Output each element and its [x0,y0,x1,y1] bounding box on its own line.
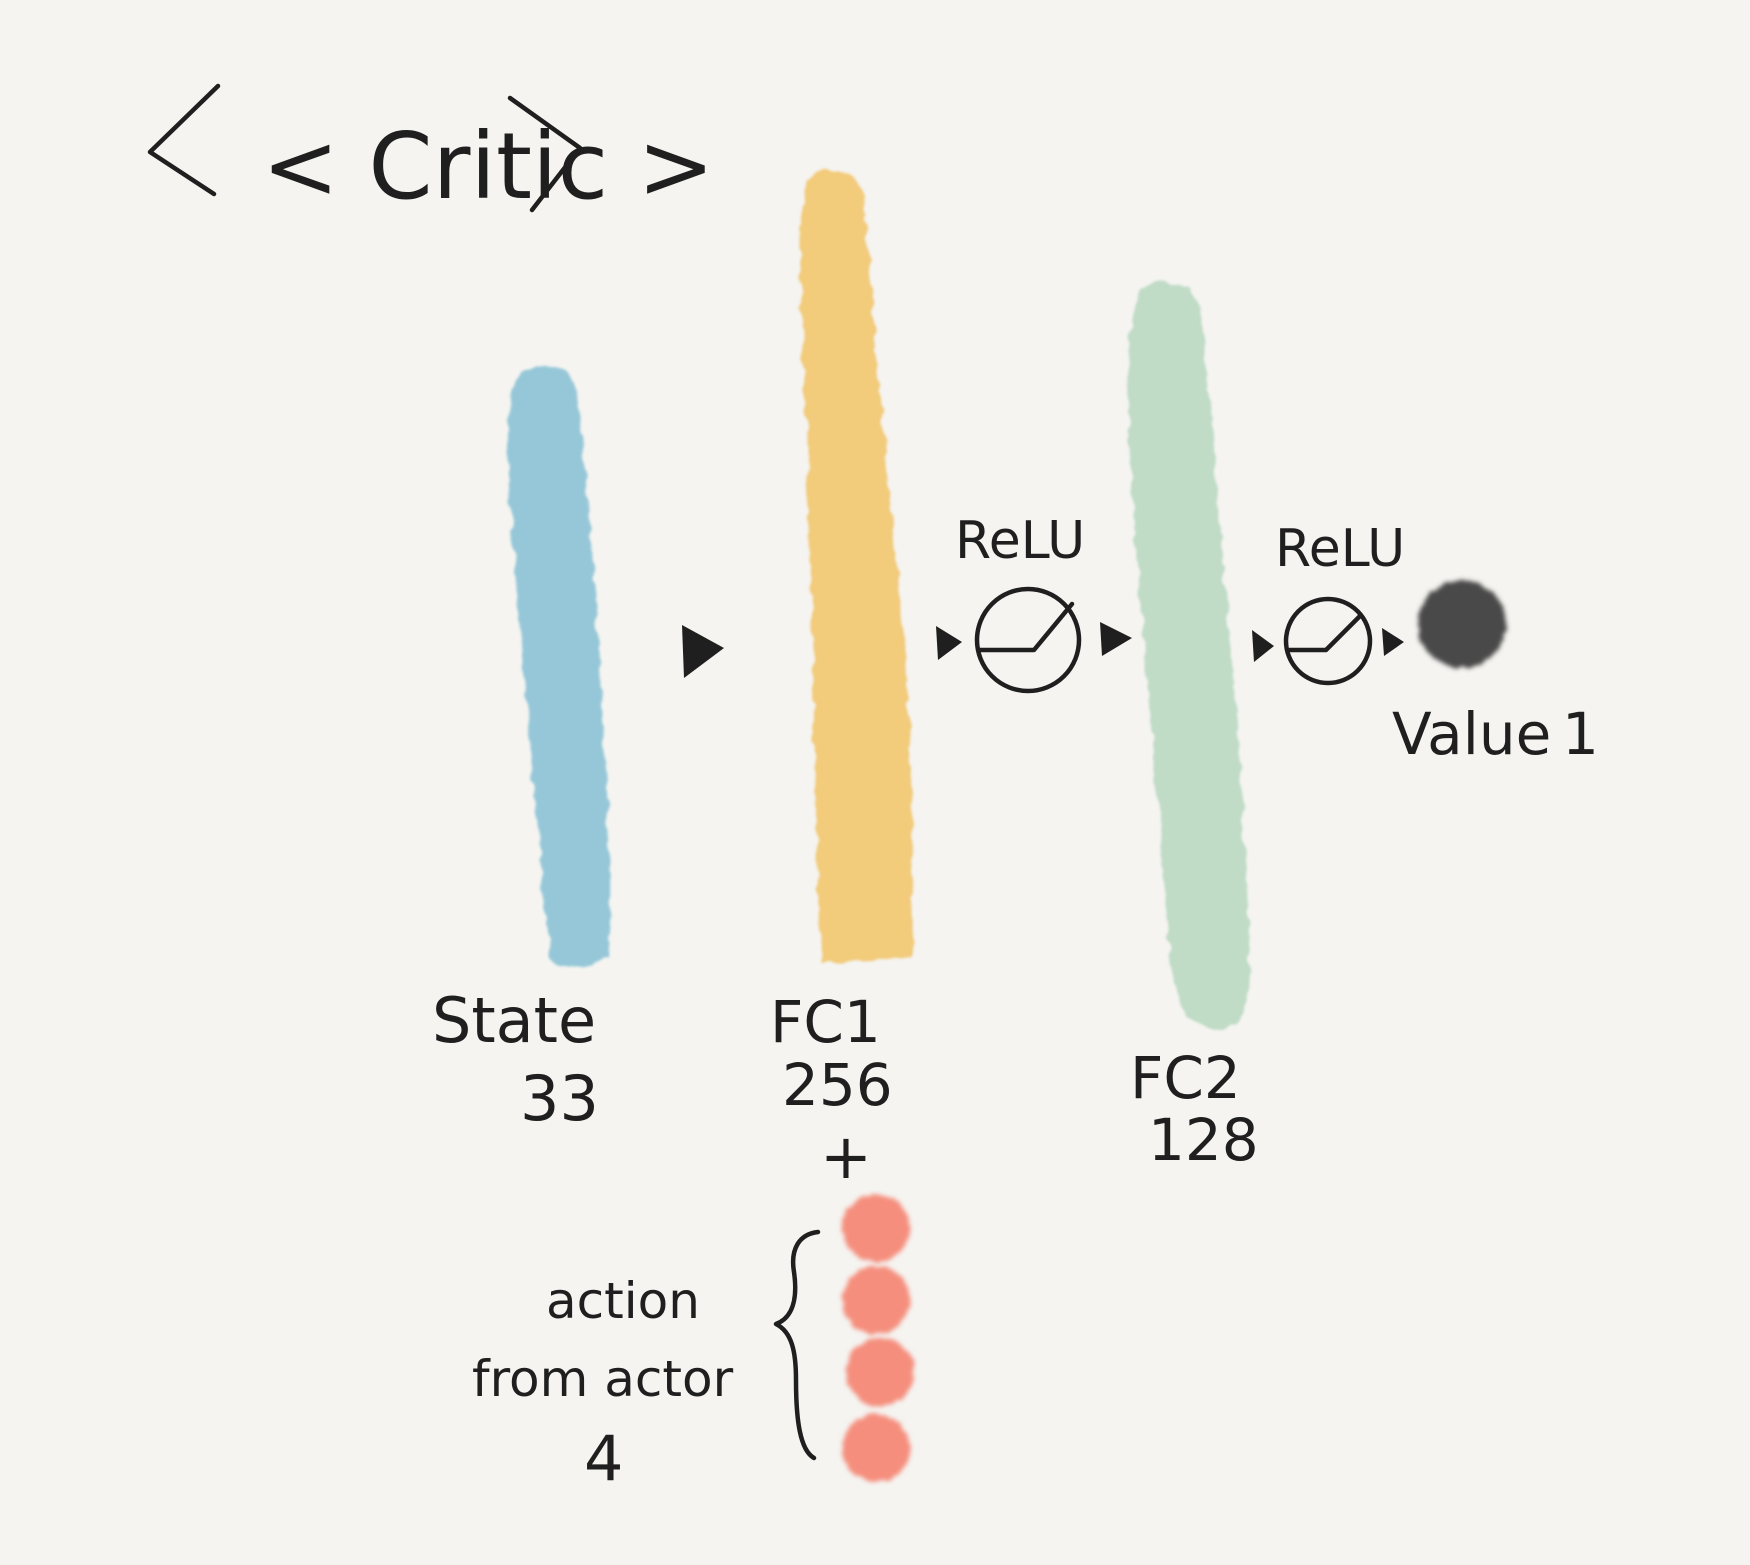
fc1-layer-size: 256 [782,1051,893,1119]
state-layer-bar [507,366,611,968]
relu-label-2: ReLU [1275,519,1405,579]
title-text: < Critic > [262,113,715,220]
action-inputs: action from actor 4 [472,1194,914,1495]
fc1-layer-name: FC1 [770,988,881,1056]
state-layer-name: State [432,984,596,1057]
fc1-layer-bar [800,170,913,962]
action-node [842,1194,910,1262]
triangle-arrow-icon [1252,630,1274,662]
relu-activation-1: ReLU [955,511,1085,694]
plus-sign: + [820,1120,872,1193]
output-layer: Value 1 [1392,580,1599,768]
action-label-line2: from actor [472,1350,734,1408]
action-node [846,1338,914,1406]
fc2-layer-bar [1128,282,1251,1030]
value-layer-size: 1 [1562,700,1599,768]
left-angle-bracket-icon [147,83,221,197]
value-layer-name: Value [1392,700,1551,768]
relu-activation-2: ReLU [1275,519,1405,686]
right-angle-bracket-icon [507,95,583,213]
relu-label-1: ReLU [955,511,1085,571]
fc2-layer: FC2 128 [1128,282,1259,1174]
action-node [842,1414,910,1482]
state-layer-size: 33 [520,1062,599,1135]
relu-graph-icon [974,586,1082,694]
value-output-node [1418,580,1506,668]
triangle-arrow-icon [682,625,724,678]
state-layer: State 33 [432,366,611,1135]
relu-graph-icon [1283,596,1373,686]
action-node [842,1266,910,1334]
diagram-title: < Critic > [147,83,715,220]
fc2-layer-name: FC2 [1130,1044,1241,1112]
action-label-line1: action [546,1272,700,1330]
triangle-arrow-icon [1382,628,1404,656]
triangle-arrow-icon [1100,622,1132,656]
fc1-layer: FC1 256 + [770,170,913,1193]
action-count: 4 [584,1422,623,1495]
fc2-layer-size: 128 [1148,1106,1259,1174]
curly-brace-icon [773,1229,821,1461]
triangle-arrow-icon [936,626,962,660]
